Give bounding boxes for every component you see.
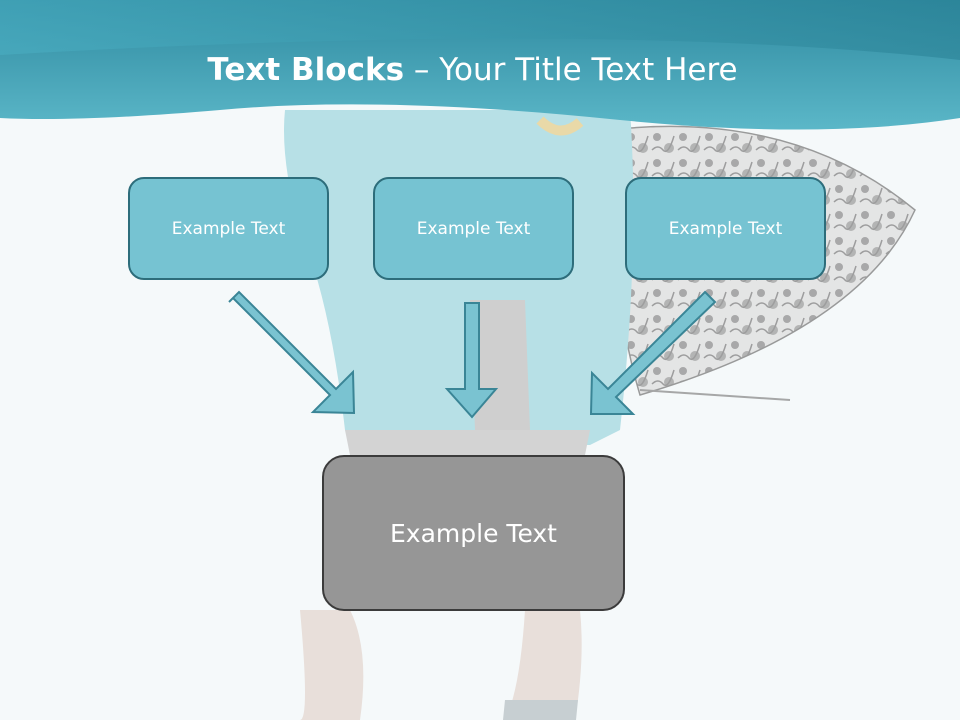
slide-title: Text Blocks – Your Title Text Here bbox=[0, 52, 945, 88]
arrow-center bbox=[444, 302, 499, 419]
arrow-right bbox=[589, 290, 717, 415]
result-block: Example Text bbox=[322, 455, 625, 611]
text-block-1: Example Text bbox=[128, 177, 329, 280]
text-block-2: Example Text bbox=[373, 177, 574, 280]
result-block-label: Example Text bbox=[390, 518, 557, 548]
text-block-2-label: Example Text bbox=[416, 218, 531, 239]
text-block-3: Example Text bbox=[625, 177, 826, 280]
title-dash: – bbox=[413, 52, 430, 88]
text-block-1-label: Example Text bbox=[171, 218, 286, 239]
title-rest: Your Title Text Here bbox=[439, 52, 738, 88]
arrow-left bbox=[228, 290, 356, 415]
title-bold: Text Blocks bbox=[207, 52, 405, 88]
text-block-3-label: Example Text bbox=[668, 218, 783, 239]
